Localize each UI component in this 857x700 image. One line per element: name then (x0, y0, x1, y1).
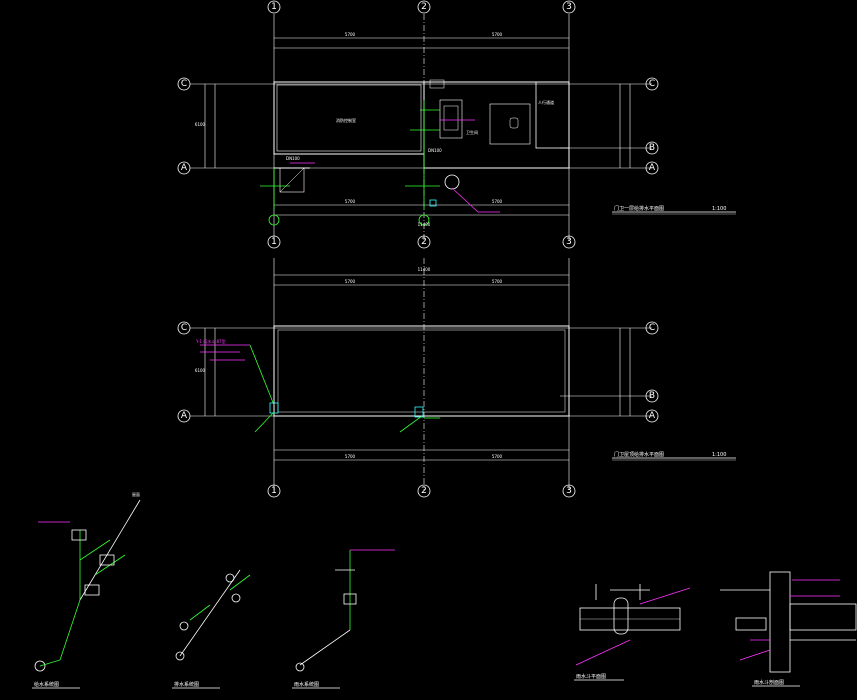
axis-label-c-left: C (181, 79, 187, 89)
axis-label-c-left-2: C (181, 323, 187, 333)
plan2-dim-right: 5700 (492, 279, 503, 284)
plan1-dim-left: 5700 (345, 32, 356, 37)
axis-label-a-right-2: A (649, 411, 656, 421)
plan2-dim-left-b: 5700 (345, 454, 356, 459)
axis-label-3-top: 3 (566, 2, 572, 12)
system-1-title: 给水系统图 (34, 681, 59, 688)
plan1-room-right: 人行通道 (538, 99, 554, 105)
plan1-scale: 1:100 (712, 206, 726, 212)
plan2-note: Y-1 雨水斗 87型 (195, 338, 226, 344)
axis-label-b-right: B (649, 143, 655, 153)
system-diagram-3 (292, 549, 395, 689)
plan-1 (177, 0, 736, 249)
plan2-scale: 1:100 (712, 452, 726, 458)
axis-label-2-top: 2 (421, 2, 427, 12)
axis-label-1-top: 1 (271, 2, 277, 12)
axis-label-1-bottom: 1 (271, 486, 277, 496)
plan-1-piping (260, 100, 500, 226)
roof-label: 屋面 (132, 491, 140, 497)
plan1-dim-total: 11400 (418, 222, 431, 227)
axis-label-3-bottom: 3 (566, 486, 572, 496)
axis-label-2-bottom: 2 (421, 486, 427, 496)
axis-label-2-mid: 2 (421, 237, 427, 247)
plan2-dim-left: 5700 (345, 279, 356, 284)
system-diagram-1 (32, 499, 141, 689)
plan-2 (177, 258, 736, 498)
plan2-title: 门卫屋顶给排水平面图 (614, 451, 664, 458)
detail-section (720, 571, 857, 687)
plan1-dim-left-b: 5700 (345, 199, 356, 204)
axis-label-c-right: C (649, 79, 655, 89)
plan1-dim-right-b: 5700 (492, 199, 503, 204)
system-2-title: 排水系统图 (174, 681, 199, 688)
plan-2-piping (200, 344, 440, 433)
plan1-pipe-tag-b: DN100 (428, 148, 442, 153)
system-diagram-2 (172, 569, 251, 689)
plan1-room-small: 卫生间 (466, 129, 478, 135)
system-3-title: 雨水系统图 (294, 681, 319, 688)
plan1-pipe-tag-a: DN100 (286, 156, 300, 161)
plan1-dim-side: 6100 (195, 122, 206, 127)
plan2-dim-side: 6100 (195, 368, 206, 373)
axis-label-a-left-2: A (181, 411, 188, 421)
detail-plan (574, 584, 691, 681)
detail-1-title: 雨水斗平面图 (576, 673, 606, 680)
plan1-title: 门卫一层给排水平面图 (614, 205, 664, 212)
axis-label-1-mid: 1 (271, 237, 277, 247)
detail-2-title: 雨水斗剖面图 (754, 679, 784, 686)
axis-label-b-right-2: B (649, 391, 655, 401)
axis-label-a-left: A (181, 163, 188, 173)
plan1-dim-right: 5700 (492, 32, 503, 37)
axis-label-3-mid: 3 (566, 237, 572, 247)
plan2-dim-total: 11400 (418, 267, 431, 272)
plan1-room-main: 消防控制室 (336, 117, 356, 123)
plan2-dim-right-b: 5700 (492, 454, 503, 459)
axis-label-c-right-2: C (649, 323, 655, 333)
axis-label-a-right: A (649, 163, 656, 173)
